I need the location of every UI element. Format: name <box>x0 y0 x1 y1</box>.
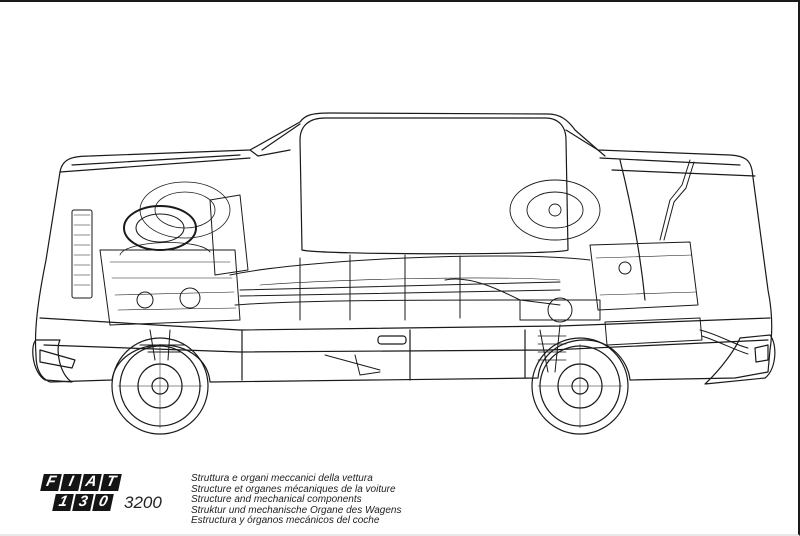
fiat-letters: F I A T <box>40 473 122 491</box>
rear-suspension <box>519 297 601 373</box>
caption-line-italian: Struttura e organi meccanici della vettu… <box>191 473 373 484</box>
spare-wheel-trunk <box>509 179 601 241</box>
front-suspension <box>139 329 186 361</box>
brand-letter: I <box>60 473 82 491</box>
brand-letter: F <box>40 473 62 491</box>
drivetrain <box>229 254 591 321</box>
headlight <box>39 349 76 369</box>
brand-letter: A <box>80 473 102 491</box>
front-bumper <box>32 339 73 383</box>
caption-line-german: Struktur und mechanische Organe des Wage… <box>191 504 402 516</box>
door-handle <box>377 335 407 345</box>
fiat-130-logo: F I A T 1 3 0 3200 <box>40 473 182 514</box>
exhaust-system <box>604 317 749 355</box>
tail-light <box>754 344 769 363</box>
rear-bumper <box>704 334 776 385</box>
trunk-edge <box>619 159 646 301</box>
rear-wheel <box>531 337 629 435</box>
windshield-line <box>249 123 301 157</box>
spare-wheel-front <box>139 181 231 239</box>
front-wheel <box>111 337 209 435</box>
engine-displacement: 3200 <box>124 493 162 512</box>
multilingual-caption: Struttura e organi meccanici della vettu… <box>191 473 511 527</box>
handbrake <box>324 354 381 376</box>
model-digit: 0 <box>92 493 114 511</box>
caption-line-french: Structure et organes mécaniques de la vo… <box>191 483 396 495</box>
fuel-tank <box>589 159 699 311</box>
caption-line-spanish: Estructura y órganos mecánicos del coche <box>191 515 380 527</box>
roof-panel <box>299 117 569 255</box>
model-digit: 3 <box>72 493 94 511</box>
model-digit: 1 <box>52 493 74 511</box>
rear-window-line <box>565 129 606 157</box>
model-digits: 1 3 0 <box>52 493 114 511</box>
caption-line-english: Structure and mechanical components <box>191 494 362 506</box>
brand-letter: T <box>100 473 122 491</box>
engine-assembly <box>71 194 249 326</box>
